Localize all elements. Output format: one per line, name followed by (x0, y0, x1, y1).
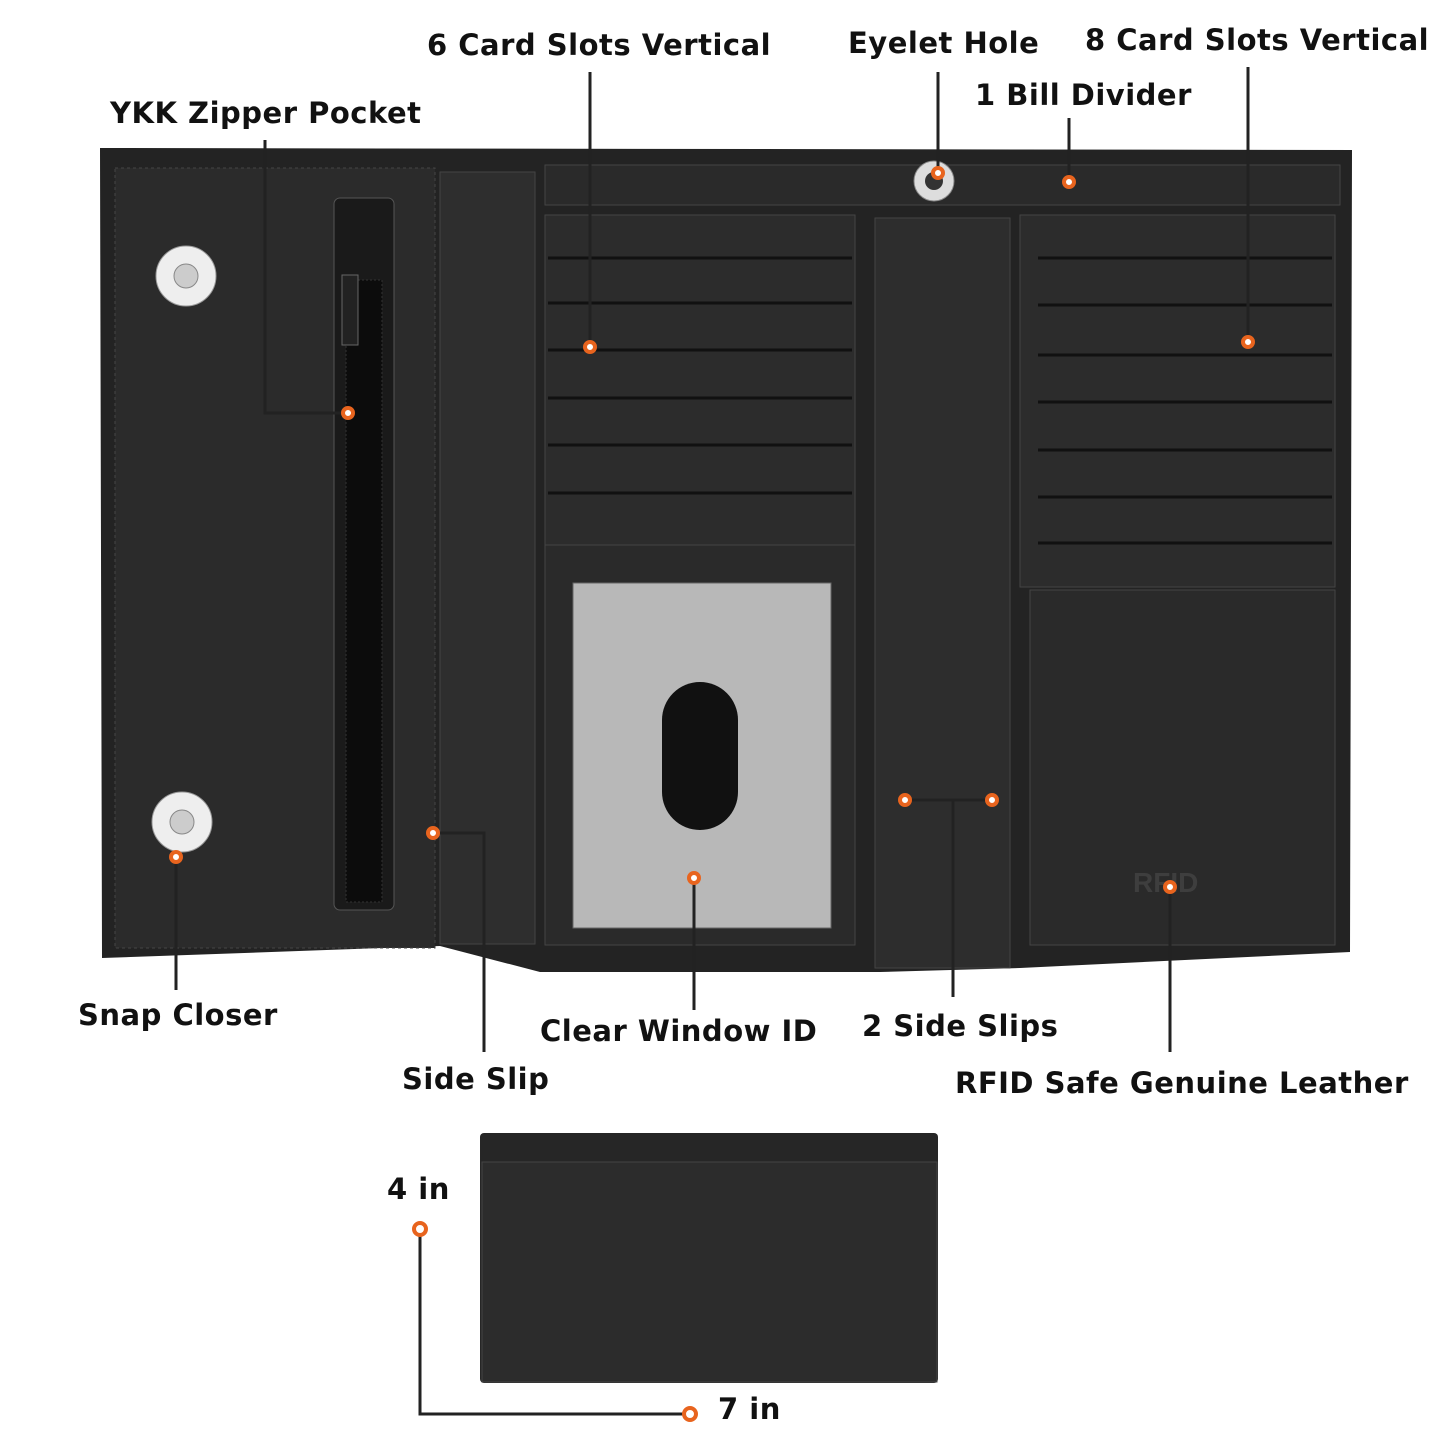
card-slots-left (544, 214, 856, 546)
open-wallet: RFID (100, 148, 1352, 972)
label-zipper-pocket: YKK Zipper Pocket (110, 96, 422, 130)
label-rfid-leather: RFID Safe Genuine Leather (955, 1066, 1409, 1100)
label-6-card-slots: 6 Card Slots Vertical (427, 28, 772, 62)
marker-dots (169, 166, 1255, 1422)
label-clear-window: Clear Window ID (540, 1014, 818, 1048)
label-height: 4 in (387, 1172, 450, 1206)
leader-dimensions (418, 1229, 690, 1416)
label-bill-divider: 1 Bill Divider (975, 78, 1192, 112)
label-side-slip: Side Slip (402, 1062, 550, 1096)
label-width: 7 in (718, 1392, 781, 1426)
zipper-pull (341, 274, 359, 346)
label-8-card-slots: 8 Card Slots Vertical (1085, 23, 1430, 57)
leader-side-slip (433, 831, 486, 1052)
card-slots-right (1019, 214, 1336, 588)
label-snap-closer: Snap Closer (78, 998, 278, 1032)
leader-lines (174, 67, 1250, 1416)
closed-wallet (480, 1133, 938, 1383)
leader-zipper (263, 140, 348, 415)
label-2-side-slips: 2 Side Slips (862, 1009, 1059, 1043)
window-cutout (662, 682, 738, 830)
label-eyelet-hole: Eyelet Hole (848, 26, 1040, 60)
